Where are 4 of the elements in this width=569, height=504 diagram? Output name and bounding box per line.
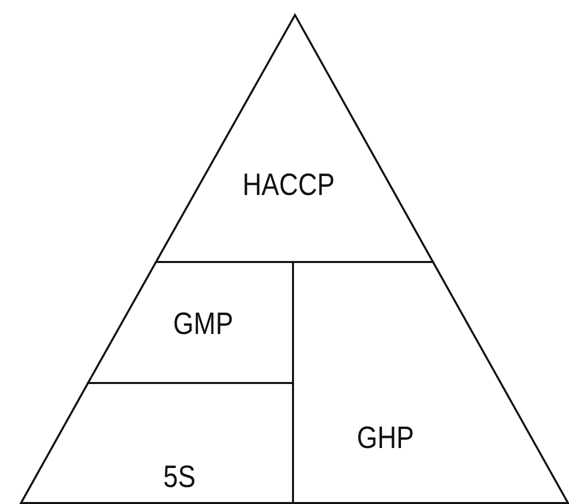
section-label: HACCP: [242, 167, 335, 203]
section-label: GMP: [173, 306, 234, 342]
section-label: GHP: [356, 420, 414, 456]
section-label: 5S: [163, 459, 196, 495]
